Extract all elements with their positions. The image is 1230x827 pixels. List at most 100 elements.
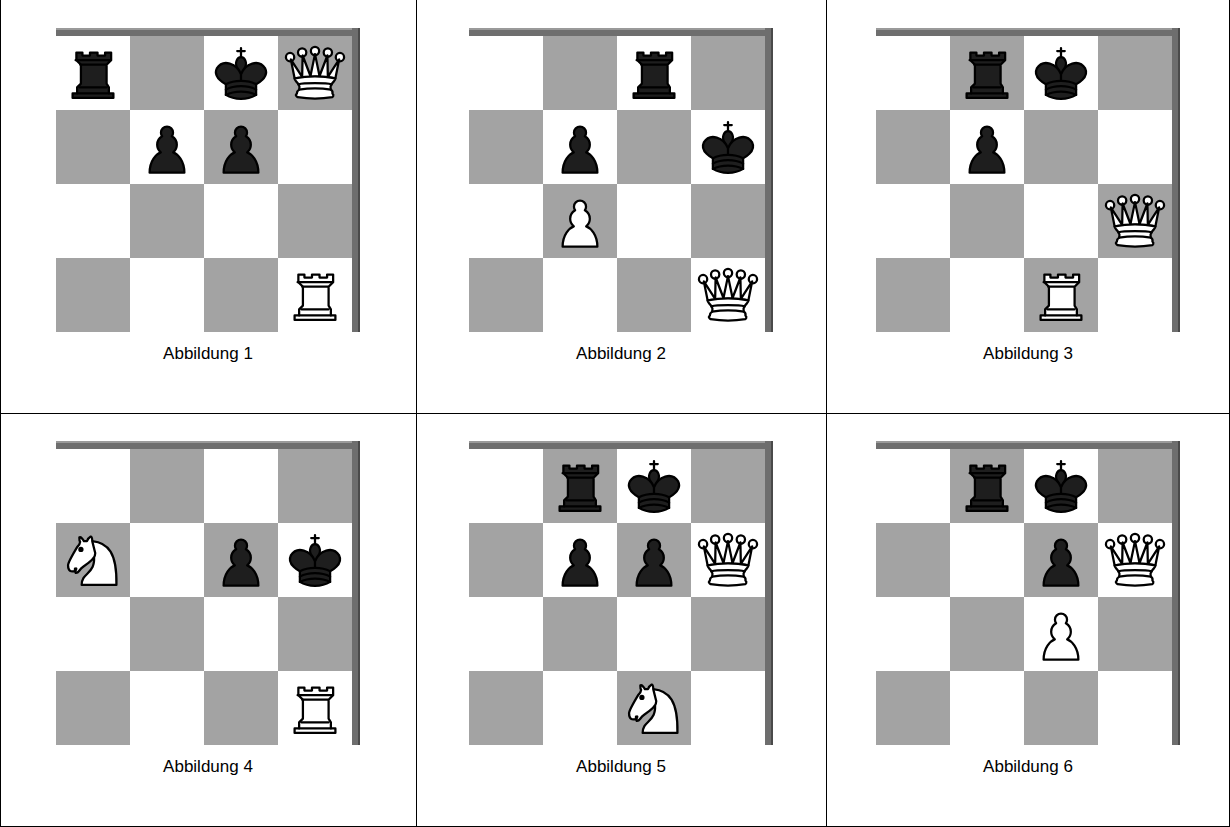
- board-square: [617, 671, 691, 745]
- board-square: [950, 449, 1024, 523]
- board-square: [950, 671, 1024, 745]
- board-square: [204, 597, 278, 671]
- board-square: [278, 523, 352, 597]
- board-square: [876, 36, 950, 110]
- black-pawn-piece: [150, 127, 185, 173]
- board-frame: [1172, 28, 1180, 332]
- board-square: [1024, 110, 1098, 184]
- board-square: [950, 523, 1024, 597]
- board-square: [1098, 671, 1172, 745]
- board-square: [130, 36, 204, 110]
- board-frame: [1178, 28, 1180, 332]
- board-square: [1098, 258, 1172, 332]
- board-square: [278, 258, 352, 332]
- white-queen-piece: [286, 47, 344, 98]
- board-frame: [876, 28, 1180, 30]
- board-frame: [469, 28, 773, 36]
- board-frame: [56, 28, 360, 30]
- board-frame: [469, 28, 773, 30]
- board-square: [876, 449, 950, 523]
- figure-caption: Abbildung 1: [4, 344, 412, 364]
- board-square: [617, 36, 691, 110]
- board-square: [950, 36, 1024, 110]
- black-king-piece: [629, 461, 679, 512]
- board-square: [469, 523, 543, 597]
- board-frame: [765, 441, 773, 745]
- board-square: [950, 597, 1024, 671]
- black-rook-piece: [73, 53, 114, 98]
- chess-board: [469, 441, 773, 745]
- board-frame: [469, 441, 773, 443]
- board-frame: [876, 28, 1180, 36]
- white-rook-piece: [1041, 275, 1082, 320]
- board-square: [1024, 671, 1098, 745]
- board-square: [543, 36, 617, 110]
- board-square: [617, 258, 691, 332]
- figure-caption: Abbildung 2: [420, 344, 822, 364]
- black-king-piece: [290, 535, 340, 586]
- board-frame: [56, 441, 360, 449]
- board-square: [1098, 110, 1172, 184]
- figure-caption: Abbildung 6: [830, 757, 1226, 777]
- white-pawn-piece: [563, 201, 598, 247]
- black-pawn-piece: [563, 540, 598, 586]
- white-queen-piece: [1106, 534, 1164, 585]
- black-king-piece: [1036, 461, 1086, 512]
- board-square: [617, 110, 691, 184]
- board-frame: [469, 441, 773, 449]
- board-square: [469, 110, 543, 184]
- black-pawn-piece: [1044, 540, 1079, 586]
- white-rook-piece: [295, 275, 336, 320]
- black-pawn-piece: [224, 540, 259, 586]
- board-square: [691, 597, 765, 671]
- board-square: [56, 258, 130, 332]
- board-square: [1098, 36, 1172, 110]
- board-square: [204, 671, 278, 745]
- board-square: [950, 184, 1024, 258]
- board-square: [204, 36, 278, 110]
- board-square: [130, 449, 204, 523]
- board-frame: [771, 28, 773, 332]
- board-square: [130, 523, 204, 597]
- board-square: [543, 258, 617, 332]
- black-pawn-piece: [970, 127, 1005, 173]
- board-square: [1024, 523, 1098, 597]
- white-queen-piece: [699, 534, 757, 585]
- board-square: [617, 184, 691, 258]
- board-frame: [876, 441, 1180, 443]
- board-square: [691, 258, 765, 332]
- black-king-piece: [703, 122, 753, 173]
- board-square: [204, 184, 278, 258]
- board-square: [469, 184, 543, 258]
- board-frame: [1172, 441, 1180, 745]
- board-square: [56, 184, 130, 258]
- board-square: [278, 449, 352, 523]
- board-square: [691, 671, 765, 745]
- figure-caption: Abbildung 4: [4, 757, 412, 777]
- figure-caption: Abbildung 5: [420, 757, 822, 777]
- board-square: [204, 449, 278, 523]
- board-square: [130, 597, 204, 671]
- board-frame: [352, 28, 360, 332]
- board-square: [543, 597, 617, 671]
- board-square: [56, 671, 130, 745]
- board-square: [691, 449, 765, 523]
- board-square: [617, 597, 691, 671]
- board-square: [130, 184, 204, 258]
- board-square: [204, 523, 278, 597]
- black-pawn-piece: [224, 127, 259, 173]
- board-square: [1098, 523, 1172, 597]
- board-square: [278, 597, 352, 671]
- white-pawn-piece: [1044, 614, 1079, 660]
- board-square: [278, 671, 352, 745]
- black-rook-piece: [560, 466, 601, 511]
- board-square: [543, 671, 617, 745]
- board-square: [1098, 449, 1172, 523]
- board-square: [204, 258, 278, 332]
- board-square: [691, 36, 765, 110]
- white-rook-piece: [295, 688, 336, 733]
- board-square: [876, 671, 950, 745]
- board-square: [1024, 184, 1098, 258]
- chess-board: [876, 441, 1180, 745]
